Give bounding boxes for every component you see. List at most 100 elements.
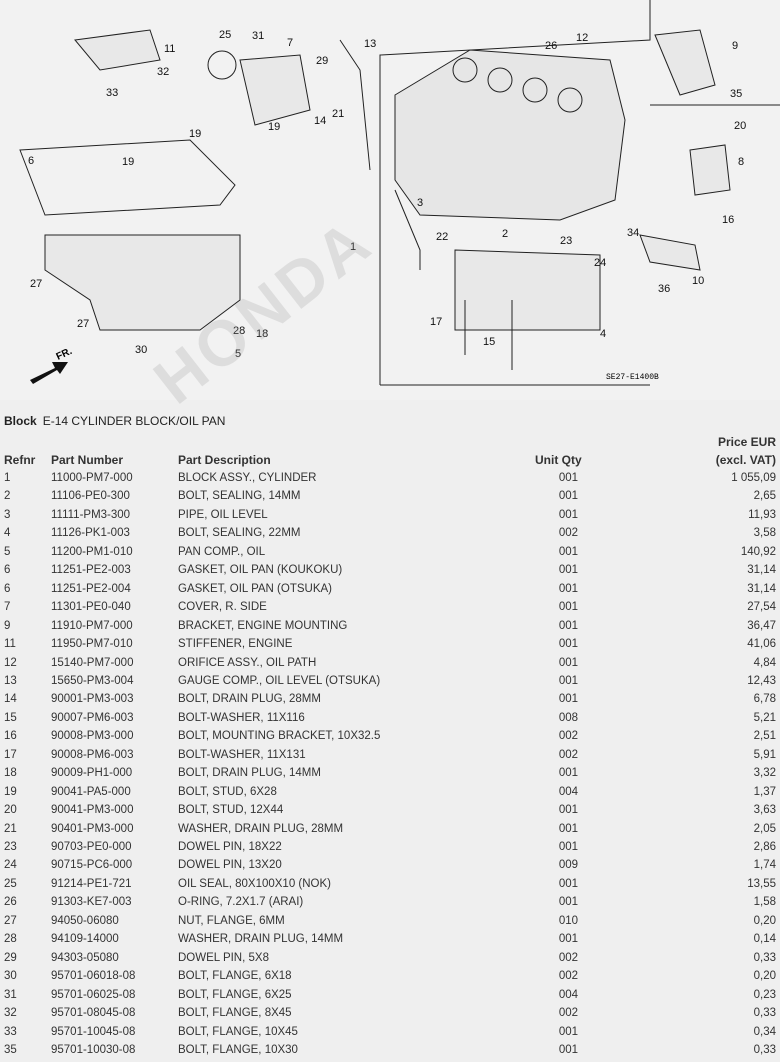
callout-label: 34	[627, 227, 639, 239]
cell-qty: 009	[558, 859, 578, 872]
cell-price: 0,33	[753, 1007, 776, 1020]
cell-refnr: 32	[4, 1007, 17, 1020]
callout-label: 4	[600, 328, 606, 340]
cell-description: DOWEL PIN, 18X22	[178, 841, 282, 853]
cell-qty: 001	[558, 545, 578, 558]
callout-label: 24	[594, 257, 606, 269]
cell-refnr: 7	[4, 601, 11, 614]
cell-refnr: 24	[4, 859, 17, 872]
cell-description: DOWEL PIN, 13X20	[178, 859, 282, 872]
cell-part-number: 11910-PM7-000	[51, 619, 133, 632]
cell-qty: 001	[558, 767, 578, 780]
callout-label: 12	[576, 32, 588, 44]
callout-label: 29	[316, 55, 328, 67]
callout-label: 22	[436, 231, 448, 243]
cell-refnr: 21	[4, 822, 17, 835]
cell-description: STIFFENER, ENGINE	[178, 638, 293, 651]
cell-description: BOLT, FLANGE, 10X30	[178, 1043, 298, 1056]
cell-description: ORIFICE ASSY., OIL PATH	[178, 656, 317, 669]
cell-refnr: 30	[4, 970, 17, 983]
cell-part-number: 11301-PE0-040	[51, 601, 131, 614]
cell-price: 1 055,09	[731, 472, 776, 484]
callout-label: 36	[658, 283, 670, 295]
cell-part-number: 95701-06018-08	[51, 970, 136, 983]
cell-part-number: 90007-PM6-003	[51, 711, 134, 724]
cell-part-number: 90041-PA5-000	[51, 785, 131, 798]
callout-label: 15	[483, 336, 495, 348]
cell-description: BOLT-WASHER, 11X116	[178, 711, 305, 724]
cell-qty: 010	[558, 914, 578, 927]
callout-label: 27	[30, 278, 42, 290]
cell-qty: 001	[558, 1025, 578, 1038]
cell-refnr: 4	[4, 527, 11, 540]
callout-label: 18	[256, 328, 268, 340]
cell-part-number: 91303-KE7-003	[51, 896, 132, 909]
cell-part-number: 90009-PH1-000	[51, 767, 133, 780]
callout-label: 23	[560, 235, 572, 247]
cell-price: 13,55	[747, 877, 776, 890]
cell-price: 0,23	[753, 988, 776, 1001]
cell-qty: 004	[558, 988, 578, 1001]
cell-qty: 001	[558, 638, 578, 651]
cell-description: BOLT, STUD, 6X28	[178, 785, 277, 798]
cell-qty: 002	[558, 951, 578, 964]
callout-label: 13	[364, 38, 376, 50]
callout-label: 8	[738, 156, 744, 168]
cell-price: 1,74	[753, 859, 776, 872]
cell-part-number: 11111-PM3-300	[51, 508, 131, 521]
cell-price: 36,47	[747, 619, 776, 632]
cell-description: WASHER, DRAIN PLUG, 14MM	[178, 933, 344, 946]
cell-part-number: 94303-05080	[51, 951, 119, 964]
callout-label: 7	[287, 37, 293, 49]
cell-price: 140,92	[740, 545, 776, 558]
cell-qty: 002	[558, 970, 578, 983]
cell-description: BOLT, STUD, 12X44	[178, 804, 284, 817]
callout-label: 6	[28, 155, 34, 167]
cell-description: BLOCK ASSY., CYLINDER	[178, 472, 317, 484]
cell-price: 31,14	[747, 564, 776, 577]
callout-label: 19	[122, 156, 134, 168]
cell-qty: 001	[558, 822, 578, 835]
callout-label: 27	[77, 318, 89, 330]
cell-description: GASKET, OIL PAN (OTSUKA)	[178, 582, 333, 595]
cell-part-number: 90041-PM3-000	[51, 804, 134, 817]
cell-description: NUT, FLANGE, 6MM	[178, 914, 285, 927]
cell-part-number: 15650-PM3-004	[51, 674, 134, 687]
cell-part-number: 90008-PM3-000	[51, 730, 134, 743]
cell-qty: 001	[558, 933, 578, 946]
cell-price: 5,21	[753, 711, 776, 724]
cell-part-number: 11251-PE2-003	[51, 564, 131, 577]
